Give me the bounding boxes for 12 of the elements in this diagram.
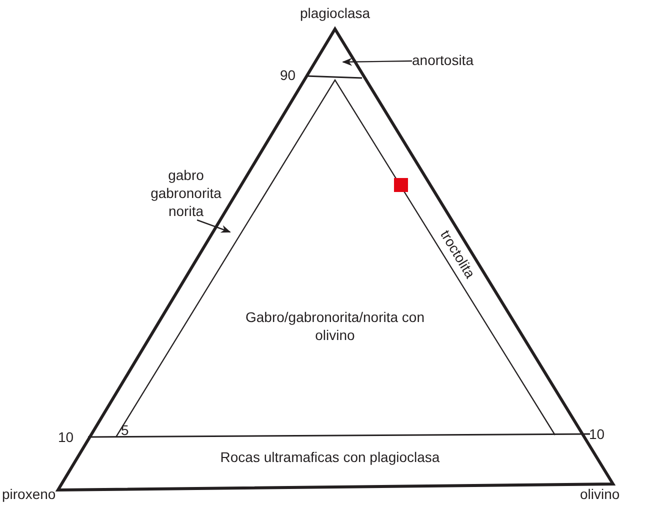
leader-arrow [196,219,231,233]
vertex-label: olivino [580,486,620,502]
leader-arrow [342,58,412,66]
region-label: anortosita [412,51,492,69]
field-label: Gabro/gabronorita/norita con olivino [246,309,424,343]
vertex-label: plagioclasa [300,5,370,21]
tick-label: 10 [58,429,74,445]
tick-label: 10 [589,426,605,442]
region-label: gabro gabronorita norita [140,166,232,220]
field-label: Rocas ultramaficas con plagioclasa [220,449,440,465]
tick-label: 90 [280,67,296,83]
vertex-label: piroxeno [2,486,56,502]
